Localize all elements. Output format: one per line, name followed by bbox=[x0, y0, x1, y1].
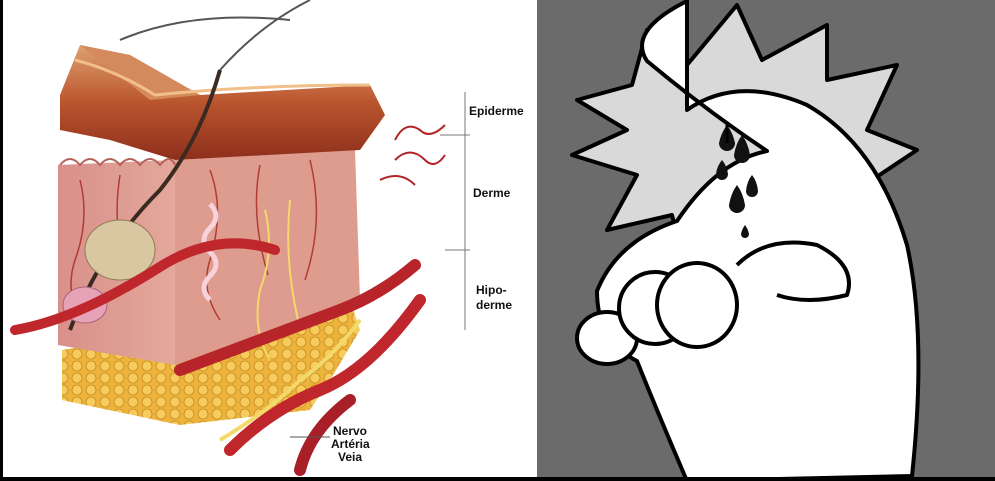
capillaries bbox=[380, 125, 445, 185]
layer-bracket bbox=[440, 92, 470, 330]
hypodermis-label-line2: derme bbox=[476, 298, 512, 312]
bottom-border-right bbox=[537, 477, 995, 481]
finger-prick-cartoon bbox=[537, 0, 995, 481]
skin-cross-section-illustration bbox=[0, 0, 537, 481]
dermis-label: Derme bbox=[473, 186, 510, 200]
epidermis-label: Epiderme bbox=[469, 104, 524, 118]
vein-label: Veia bbox=[338, 451, 362, 464]
skin-diagram-panel: Epiderme Derme Hipo- derme Nervo Artéria… bbox=[0, 0, 537, 481]
finger-prick-cartoon-panel bbox=[537, 0, 995, 481]
hypodermis-label-line1: Hipo- bbox=[476, 283, 507, 297]
bottom-border-left bbox=[0, 477, 537, 481]
epidermis-slab bbox=[60, 45, 385, 160]
